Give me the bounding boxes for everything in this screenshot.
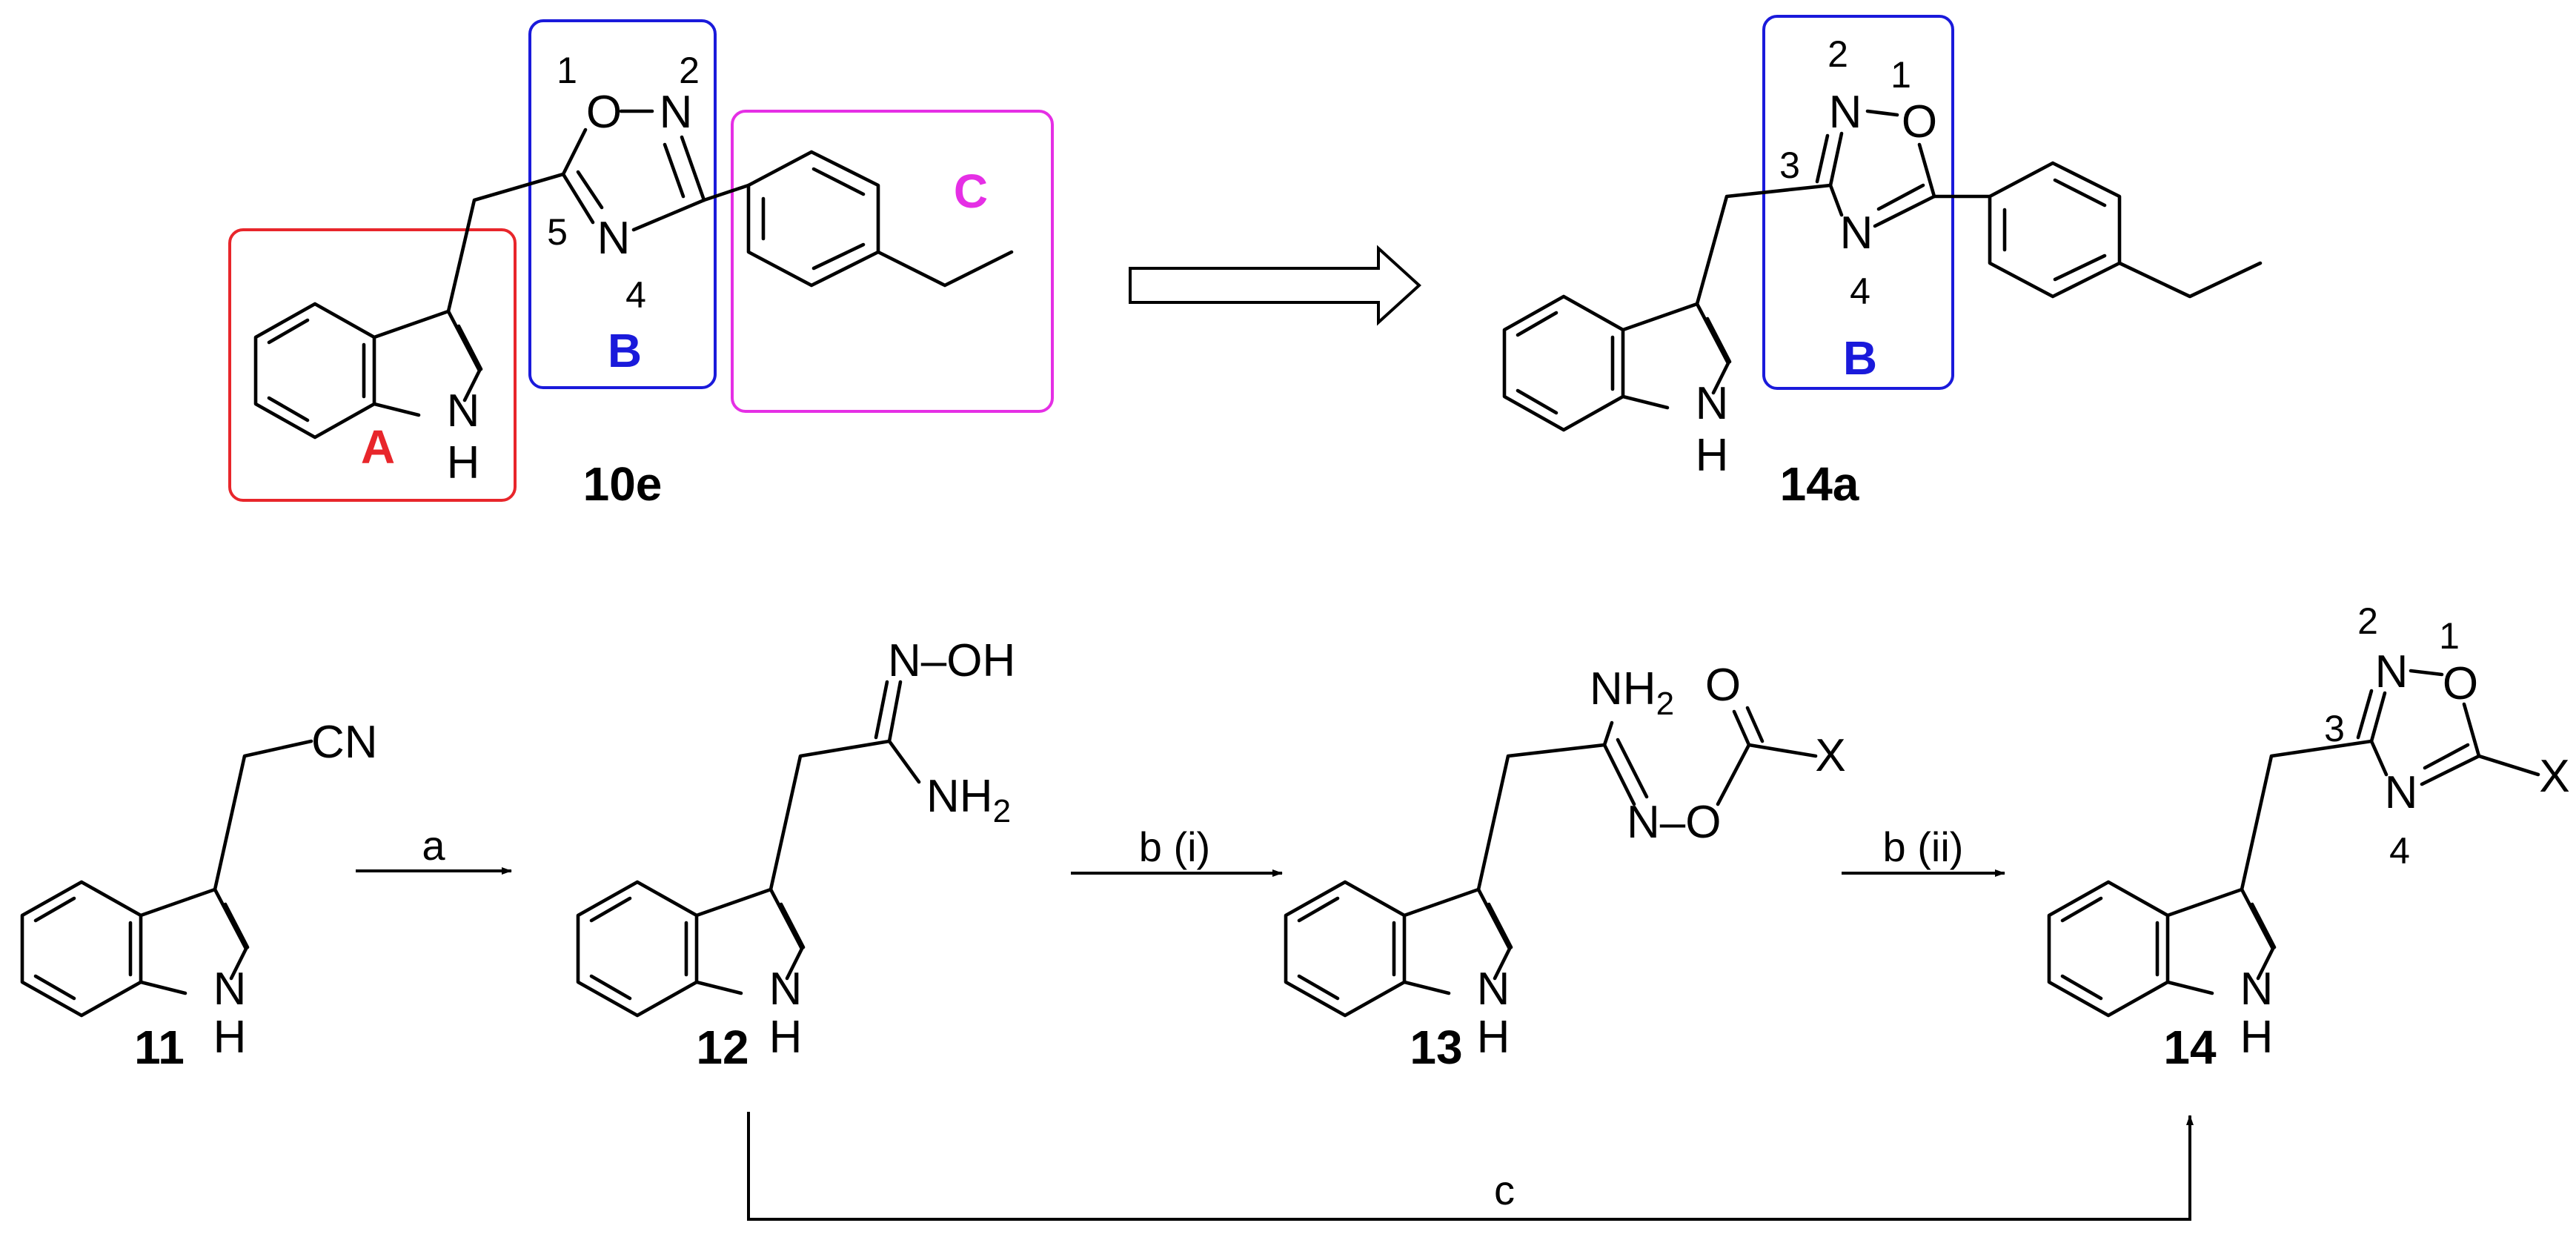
compound-id-10e: 10e: [583, 457, 663, 511]
indole-h-10e: H: [447, 437, 480, 488]
compound-id-11: 11: [134, 1021, 185, 1074]
indole-n-12: N: [769, 964, 803, 1015]
ring-num-4-14: 4: [2389, 830, 2410, 872]
ring-num-1-10e: 1: [557, 50, 577, 91]
reagent-a: a: [422, 822, 445, 869]
atom-o1-14: O: [2443, 658, 2478, 709]
indole-n-13: N: [1477, 964, 1510, 1015]
box-b-right-label: B: [1843, 331, 1877, 385]
atom-o1-10e: O: [586, 87, 622, 138]
indole-n-14a: N: [1696, 378, 1729, 429]
box-c: [731, 110, 1054, 413]
indole-n-14: N: [2240, 964, 2274, 1015]
carbonyl-o-label: O: [1705, 660, 1741, 711]
reagent-b-ii: b (ii): [1883, 823, 1964, 870]
x-label-13: X: [1815, 730, 1845, 781]
compound-id-12: 12: [696, 1021, 748, 1074]
atom-n2-10e: N: [660, 87, 693, 138]
indole-h-14: H: [2240, 1012, 2274, 1063]
indole-n-10e: N: [447, 385, 480, 437]
ring-num-5-10e: 5: [547, 211, 568, 253]
box-a: [228, 228, 517, 502]
compound-id-14a: 14a: [1780, 457, 1859, 511]
ring-num-3-14: 3: [2324, 708, 2345, 749]
indole-h-13: H: [1477, 1012, 1510, 1063]
atom-o1-14a: O: [1902, 96, 1937, 147]
compound-id-14: 14: [2163, 1021, 2217, 1074]
noh-label: N–OH: [888, 635, 1015, 686]
ring-num-3-14a: 3: [1779, 145, 1800, 186]
compound-id-13: 13: [1410, 1021, 1462, 1074]
cn-label: CN: [311, 717, 378, 768]
ring-num-2-10e: 2: [679, 50, 700, 91]
nh2-label-12: NH2: [926, 771, 1011, 829]
no-label: N–O: [1627, 797, 1721, 848]
indole-h-14a: H: [1696, 430, 1729, 481]
atom-n2-14: N: [2375, 646, 2409, 697]
box-c-label: C: [954, 165, 988, 218]
compound-12: N–OH NH2 N H 12: [578, 635, 1015, 1074]
atom-n2-14a: N: [1829, 87, 1862, 138]
box-a-label: A: [361, 420, 395, 474]
box-b-left-label: B: [608, 324, 642, 377]
compound-13: NH2 N–O O X N H 13: [1286, 660, 1846, 1074]
ring-num-2-14a: 2: [1828, 33, 1848, 75]
arrow-c: [747, 1112, 2194, 1221]
ring-num-4-14a: 4: [1850, 271, 1870, 312]
ring-num-1-14a: 1: [1890, 54, 1911, 96]
x-label-14: X: [2539, 751, 2569, 802]
nh2-label-13: NH2: [1590, 663, 1674, 722]
ring-num-4-10e: 4: [625, 274, 646, 316]
ring-num-2-14: 2: [2357, 600, 2378, 642]
reagent-b-i: b (i): [1139, 823, 1210, 870]
retro-arrow: [1129, 245, 1421, 326]
box-b-right: [1762, 15, 1954, 390]
compound-14a: B N H N O N 2 1 3 4 14a: [1504, 15, 2263, 511]
atom-n4-14a: N: [1840, 208, 1873, 259]
reagent-c: c: [1494, 1167, 1515, 1213]
ring-num-1-14: 1: [2439, 615, 2460, 657]
atom-n4-10e: N: [597, 213, 631, 264]
compound-10e: A B C N H O N N 1 2 5 4 10e: [228, 19, 1054, 511]
box-b-left: [528, 19, 717, 389]
indole-h-12: H: [769, 1012, 803, 1063]
compound-11: CN N H 11: [22, 717, 378, 1074]
indole-h-11: H: [213, 1012, 247, 1063]
indole-n-11: N: [213, 964, 247, 1015]
atom-n4-14: N: [2385, 767, 2418, 818]
compound-14: N O N X 2 1 3 4 N H 14: [2049, 600, 2570, 1074]
